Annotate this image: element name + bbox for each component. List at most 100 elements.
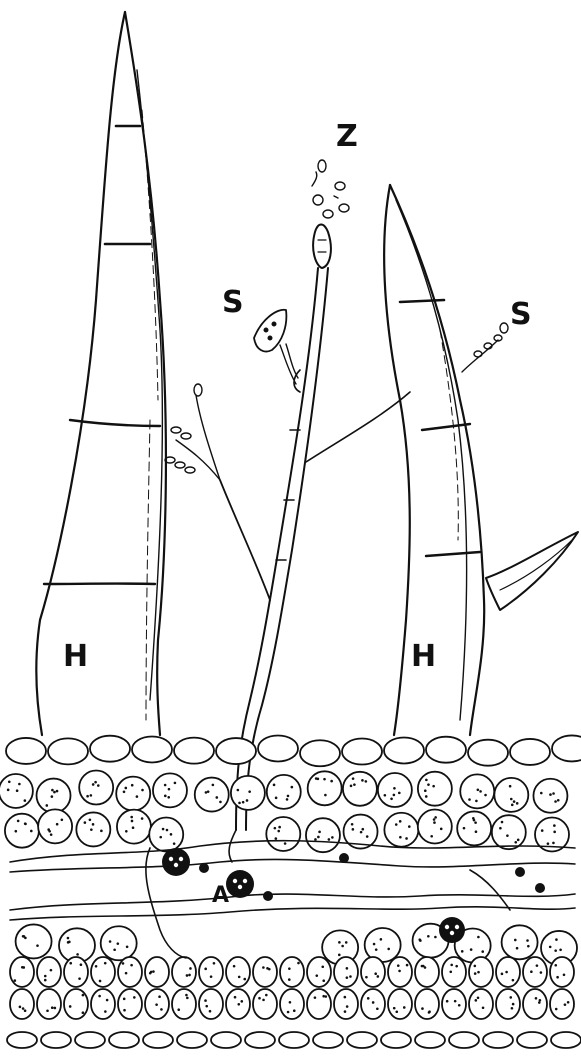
left-sporangium bbox=[254, 310, 298, 378]
chloroplast-dot bbox=[287, 1011, 290, 1014]
epidermis-cell bbox=[510, 739, 550, 765]
chloroplast-dot bbox=[69, 1005, 72, 1008]
mesophyll-cell bbox=[457, 811, 491, 845]
chloroplast-dot bbox=[338, 941, 341, 944]
mesophyll-cell bbox=[384, 813, 418, 847]
lower-epidermis-cell bbox=[279, 1032, 309, 1048]
chloroplast-dot bbox=[275, 837, 278, 840]
chloroplast-dot bbox=[405, 837, 408, 840]
chloroplast-dot bbox=[547, 842, 550, 845]
chloroplast-dot bbox=[346, 967, 349, 970]
palisade-cell bbox=[415, 957, 439, 987]
chloroplast-dot bbox=[205, 1005, 208, 1008]
chloroplast-dot bbox=[421, 965, 424, 968]
chloroplast-dot bbox=[189, 967, 192, 970]
zoospores-label: Z bbox=[336, 119, 358, 154]
chloroplast-dot bbox=[238, 802, 241, 805]
haustorium-spot bbox=[238, 885, 242, 889]
chloroplast-dot bbox=[44, 979, 47, 982]
chloroplast-dot bbox=[540, 792, 543, 795]
mesophyll-cell bbox=[418, 772, 452, 806]
chloroplast-dot bbox=[349, 975, 352, 978]
epidermis-cell bbox=[132, 736, 172, 762]
chloroplast-dot bbox=[78, 977, 81, 980]
palisade-cell bbox=[334, 989, 358, 1019]
palisade-cell bbox=[523, 957, 547, 987]
chloroplast-dot bbox=[461, 950, 464, 953]
chloroplast-dot bbox=[164, 795, 167, 798]
chloroplast-dot bbox=[516, 802, 519, 805]
chloroplast-dot bbox=[82, 1011, 85, 1014]
chloroplast-dot bbox=[125, 972, 128, 975]
chloroplast-dot bbox=[86, 795, 89, 798]
chloroplast-dot bbox=[268, 968, 271, 971]
palisade-cell bbox=[523, 989, 547, 1019]
chloroplast-dot bbox=[173, 842, 176, 845]
haustorium-spot bbox=[179, 857, 183, 861]
chloroplast-dot bbox=[527, 945, 530, 948]
chloroplast-dot bbox=[122, 962, 125, 965]
mesophyll-cell bbox=[502, 925, 538, 959]
chloroplast-dot bbox=[514, 939, 517, 942]
chloroplast-dot bbox=[433, 818, 436, 821]
chloroplast-dot bbox=[125, 830, 128, 833]
haustorium bbox=[226, 870, 254, 898]
chloroplast-dot bbox=[130, 964, 133, 967]
haustorium-spot bbox=[445, 925, 449, 929]
chloroplast-dot bbox=[104, 962, 107, 965]
palisade-cell bbox=[415, 989, 439, 1019]
chloroplast-dot bbox=[433, 821, 436, 824]
chloroplast-dot bbox=[556, 976, 559, 979]
chloroplast-dot bbox=[213, 962, 216, 965]
chloroplast-dot bbox=[92, 783, 95, 786]
chloroplast-dot bbox=[321, 965, 324, 968]
chloroplast-dot bbox=[352, 828, 355, 831]
chloroplast-dot bbox=[123, 1009, 126, 1012]
chloroplast-dot bbox=[526, 939, 529, 942]
chloroplast-dot bbox=[97, 784, 100, 787]
palisade-cell bbox=[496, 989, 520, 1019]
chloroplast-dot bbox=[512, 1003, 515, 1006]
haustorium-spot bbox=[169, 857, 173, 861]
mesophyll-cell bbox=[116, 777, 150, 811]
chloroplast-dot bbox=[258, 997, 261, 1000]
leaf-tissue bbox=[0, 735, 581, 1048]
chloroplast-dot bbox=[539, 999, 542, 1002]
chloroplast-dot bbox=[323, 778, 326, 781]
chloroplast-dot bbox=[162, 828, 165, 831]
chloroplast-dot bbox=[19, 1006, 22, 1009]
chloroplast-dot bbox=[18, 783, 21, 786]
chloroplast-dot bbox=[345, 941, 348, 944]
lower-epidermis-cell bbox=[7, 1032, 37, 1048]
chloroplast-dot bbox=[117, 942, 120, 945]
chloroplast-dot bbox=[481, 950, 484, 953]
palisade-cell bbox=[37, 989, 61, 1019]
chloroplast-dot bbox=[141, 817, 144, 820]
chloroplast-dot bbox=[36, 944, 39, 947]
lower-epidermis-cell bbox=[177, 1032, 207, 1048]
chloroplast-dot bbox=[501, 821, 504, 824]
chloroplast-dot bbox=[470, 948, 473, 951]
small-haustorium bbox=[199, 863, 209, 873]
epidermis-cell bbox=[174, 738, 214, 764]
chloroplast-dot bbox=[56, 823, 59, 826]
palisade-cell bbox=[442, 957, 466, 987]
haustorium-spot bbox=[243, 879, 247, 883]
chloroplast-dot bbox=[15, 830, 18, 833]
lower-epidermis-cell bbox=[347, 1032, 377, 1048]
epidermis-cell bbox=[300, 740, 340, 766]
chloroplast-dot bbox=[240, 1000, 243, 1003]
chloroplast-dot bbox=[395, 823, 398, 826]
chloroplast-dot bbox=[421, 1007, 424, 1010]
chloroplast-dot bbox=[68, 941, 71, 944]
palisade-cell bbox=[469, 989, 493, 1019]
chloroplast-dot bbox=[513, 800, 516, 803]
chloroplast-dot bbox=[67, 937, 70, 940]
chloroplast-dot bbox=[262, 999, 265, 1002]
chloroplast-dot bbox=[22, 966, 25, 969]
mesophyll-cell bbox=[195, 778, 229, 812]
chloroplast-dot bbox=[555, 938, 558, 941]
chloroplast-dot bbox=[501, 973, 504, 976]
palisade-cell bbox=[10, 957, 34, 987]
chloroplast-dot bbox=[278, 826, 281, 829]
